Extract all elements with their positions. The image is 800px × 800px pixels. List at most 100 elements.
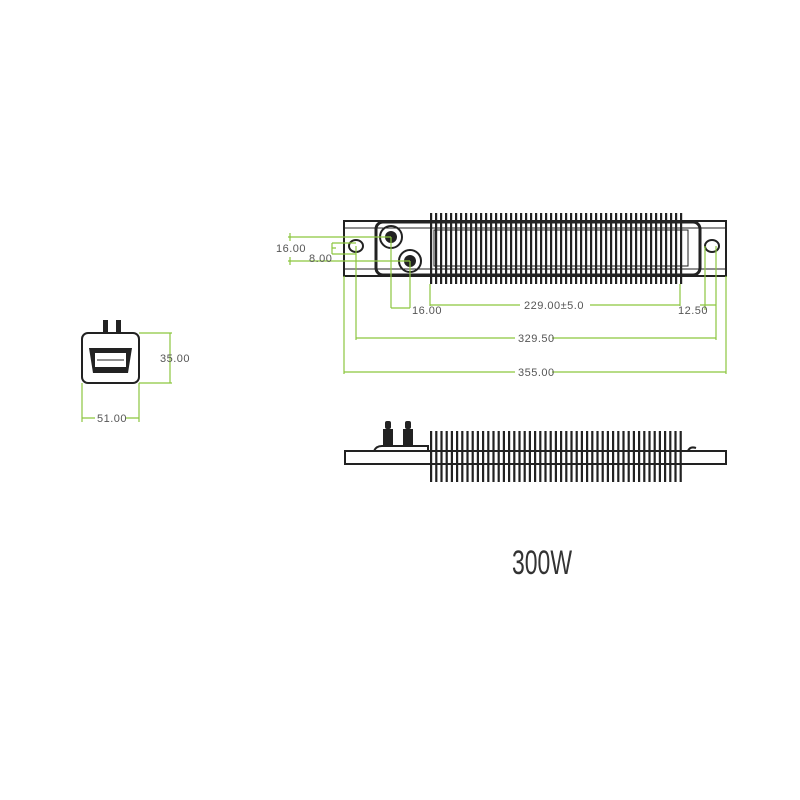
fin: [500, 213, 503, 284]
fin: [535, 213, 538, 284]
fin: [665, 213, 668, 284]
fin: [679, 431, 682, 482]
fin: [600, 213, 603, 284]
fin: [440, 431, 443, 482]
fin: [470, 213, 473, 284]
fin: [596, 431, 599, 482]
fin: [505, 213, 508, 284]
fin: [625, 213, 628, 284]
fin: [570, 213, 573, 284]
fin: [610, 213, 613, 284]
fin: [515, 213, 518, 284]
fin: [674, 431, 677, 482]
fin: [680, 213, 683, 284]
fin: [617, 431, 620, 482]
fin: [575, 213, 578, 284]
fin: [482, 431, 485, 482]
fin: [523, 431, 526, 482]
dim-terminal-vertical: 16.00: [276, 243, 306, 255]
fin: [549, 431, 552, 482]
fin: [508, 431, 511, 482]
fin: [466, 431, 469, 482]
fin: [632, 431, 635, 482]
fin: [435, 213, 438, 284]
fin: [450, 213, 453, 284]
fin: [658, 431, 661, 482]
fin: [669, 431, 672, 482]
dim-width: 51.00: [97, 413, 127, 425]
dim-hole-offset: 8.00: [309, 253, 332, 265]
fin: [445, 431, 448, 482]
fin: [643, 431, 646, 482]
fin: [580, 431, 583, 482]
fin: [520, 213, 523, 284]
fin: [435, 431, 438, 482]
dim-hole-to-end: 12.50: [678, 305, 708, 317]
fins-top: [430, 213, 683, 284]
mounting-hole-right: [704, 239, 720, 253]
fin: [540, 213, 543, 284]
fin: [544, 431, 547, 482]
fin: [513, 431, 516, 482]
fin: [595, 213, 598, 284]
fin: [585, 213, 588, 284]
fin: [575, 431, 578, 482]
fin: [492, 431, 495, 482]
fin: [660, 213, 663, 284]
fin: [476, 431, 479, 482]
fin: [502, 431, 505, 482]
fin: [495, 213, 498, 284]
fin: [465, 213, 468, 284]
fin: [675, 213, 678, 284]
fin: [620, 213, 623, 284]
fin: [635, 213, 638, 284]
dim-hole-spacing: 329.50: [518, 333, 555, 345]
fin: [601, 431, 604, 482]
fin: [497, 431, 500, 482]
fin: [645, 213, 648, 284]
fin: [555, 213, 558, 284]
fin: [456, 431, 459, 482]
fin: [586, 431, 589, 482]
fin: [638, 431, 641, 482]
fin: [525, 213, 528, 284]
fin: [518, 431, 521, 482]
fin: [545, 213, 548, 284]
fin: [539, 431, 542, 482]
fin: [650, 213, 653, 284]
fin: [480, 213, 483, 284]
fin: [445, 213, 448, 284]
fin: [664, 431, 667, 482]
fin: [485, 213, 488, 284]
power-rating: 300W: [512, 544, 572, 582]
fin: [550, 213, 553, 284]
dim-terminal-horizontal: 16.00: [412, 305, 442, 317]
fin: [653, 431, 656, 482]
terminal-pin: [116, 320, 121, 334]
fin: [648, 431, 651, 482]
fin: [560, 213, 563, 284]
fin: [670, 213, 673, 284]
fin: [565, 431, 568, 482]
fin: [440, 213, 443, 284]
fin: [565, 213, 568, 284]
fin: [528, 431, 531, 482]
end-profile: [81, 332, 140, 384]
dim-overall-length: 355.00: [518, 367, 555, 379]
fin: [640, 213, 643, 284]
terminal-pin: [103, 320, 108, 334]
end-view: 35.00 51.00: [81, 320, 190, 425]
fin: [430, 213, 433, 284]
top-view: 16.00 8.00 16.00 229.00±5.0 12.50 329.50…: [276, 213, 727, 379]
fin: [655, 213, 658, 284]
fin: [487, 431, 490, 482]
fin: [612, 431, 615, 482]
fin: [606, 431, 609, 482]
fin: [461, 431, 464, 482]
fin: [475, 213, 478, 284]
side-view: [344, 421, 727, 482]
heater-body: [374, 220, 702, 277]
fin: [630, 213, 633, 284]
